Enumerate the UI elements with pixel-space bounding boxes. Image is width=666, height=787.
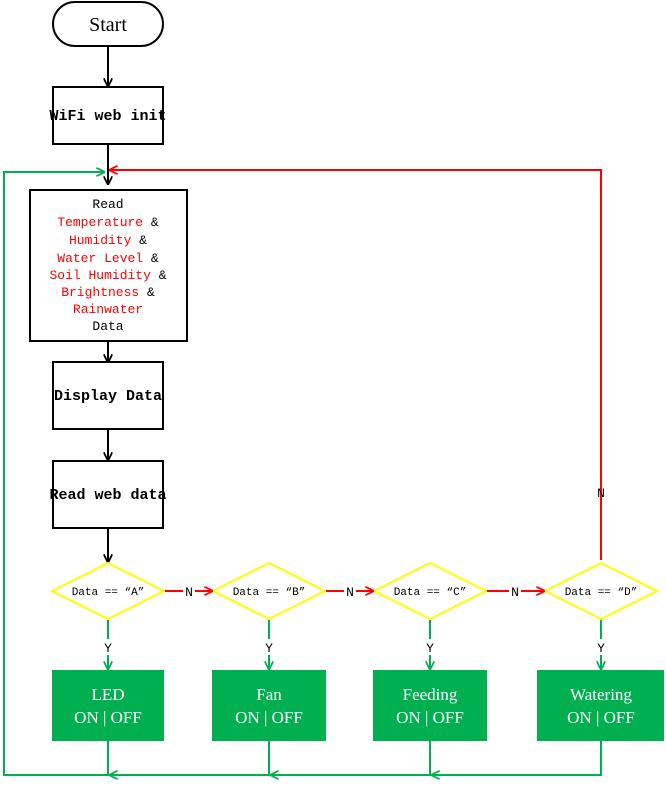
yes-arrows <box>108 620 601 669</box>
decision-b-label: Data == “B” <box>233 587 306 599</box>
sensor-sep: & <box>139 285 155 300</box>
action-feeding-state: ON | OFF <box>396 708 464 727</box>
action-fan: Fan ON | OFF <box>212 670 326 741</box>
action-watering-title: Watering <box>570 685 632 704</box>
yes-label-c: Y <box>426 641 434 656</box>
decision-c: Data == “C” <box>371 561 489 621</box>
yes-label-a: Y <box>104 641 112 656</box>
sensor-sep: & <box>151 268 167 283</box>
sensor-humidity: Humidity <box>69 233 132 248</box>
sensor-sep: & <box>131 233 147 248</box>
decision-a: Data == “A” <box>49 561 167 621</box>
no-label-b: N <box>346 585 354 600</box>
decision-d: Data == “D” <box>542 561 660 621</box>
no-label-c: N <box>511 585 519 600</box>
sensor-line-soil-humidity: Soil Humidity & <box>49 268 166 283</box>
action-led: LED ON | OFF <box>52 670 164 741</box>
action-led-title: LED <box>91 685 124 704</box>
decision-d-label: Data == “D” <box>565 587 638 599</box>
start-terminal: Start <box>52 1 164 47</box>
action-watering: Watering ON | OFF <box>537 670 664 741</box>
display-data-label: Display Data <box>54 388 162 405</box>
sensor-sep: & <box>143 215 159 230</box>
sensor-brightness: Brightness <box>61 285 139 300</box>
sensor-line-humidity: Humidity & <box>69 233 147 248</box>
action-led-state: ON | OFF <box>74 708 142 727</box>
no-label-loop: N <box>597 486 605 501</box>
action-feeding-title: Feeding <box>403 685 458 704</box>
sensor-soil-humidity: Soil Humidity <box>49 268 151 283</box>
wifi-init-box: WiFi web init <box>49 86 167 145</box>
sensor-temperature: Temperature <box>57 215 143 230</box>
action-fan-title: Fan <box>256 685 282 704</box>
decision-b: Data == “B” <box>210 561 328 621</box>
no-label-a: N <box>185 585 193 600</box>
sensor-rainwater: Rainwater <box>73 302 143 317</box>
read-sensors-box: Read Temperature & Humidity & Water Leve… <box>29 189 188 342</box>
sensor-sep: & <box>143 251 159 266</box>
yes-loop-back <box>3 172 602 776</box>
action-fan-state: ON | OFF <box>235 708 303 727</box>
start-label: Start <box>89 14 127 36</box>
yes-label-d: Y <box>597 641 605 656</box>
sensor-line-rainwater: Rainwater <box>73 302 143 317</box>
sensor-line-temperature: Temperature & <box>57 215 159 230</box>
read-web-data-label: Read web data <box>49 487 166 504</box>
no-loop-back <box>110 170 602 560</box>
decision-c-label: Data == “C” <box>394 587 467 599</box>
read-prefix: Read <box>92 197 123 212</box>
action-watering-state: ON | OFF <box>567 708 635 727</box>
read-web-data-box: Read web data <box>49 460 167 529</box>
action-feeding: Feeding ON | OFF <box>373 670 487 741</box>
display-data-box: Display Data <box>52 361 164 430</box>
yes-label-b: Y <box>265 641 273 656</box>
read-suffix: Data <box>92 319 123 334</box>
sensor-water-level: Water Level <box>57 251 143 266</box>
wifi-init-label: WiFi web init <box>49 108 166 125</box>
sensor-line-brightness: Brightness & <box>61 285 155 300</box>
decision-a-label: Data == “A” <box>72 587 145 599</box>
sensor-line-water-level: Water Level & <box>57 251 159 266</box>
